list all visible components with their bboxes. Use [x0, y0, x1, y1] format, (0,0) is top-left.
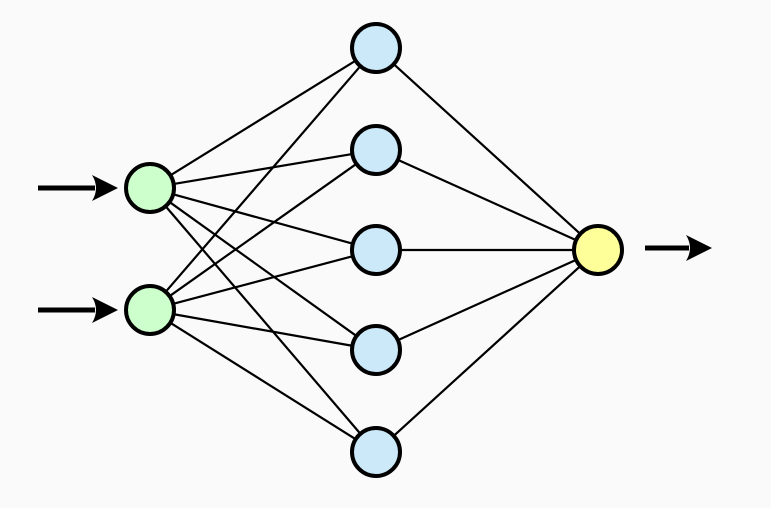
hidden-node-5 — [350, 426, 402, 478]
edge-i1-h3 — [173, 193, 353, 245]
edge-group — [165, 60, 581, 440]
edge-h1-o1 — [393, 63, 581, 235]
hidden-node-2 — [350, 124, 402, 176]
edge-i2-h2 — [169, 163, 357, 297]
io-arrow-group — [38, 175, 712, 323]
input-arrow-2-head — [92, 297, 118, 323]
hidden-node-4 — [350, 324, 402, 376]
edge-i1-h1 — [170, 60, 356, 176]
edge-h2-o1 — [397, 159, 577, 241]
input-node-1 — [124, 162, 176, 214]
input-arrow-1-icon — [38, 175, 118, 201]
hidden-node-1 — [350, 22, 402, 74]
output-arrow-1-head — [686, 235, 712, 261]
input-node-2 — [124, 284, 176, 336]
edge-i1-h2 — [173, 153, 353, 185]
hidden-node-3 — [350, 224, 402, 276]
edge-h5-o1 — [393, 265, 581, 437]
edge-i1-h4 — [169, 201, 357, 337]
edge-i2-h4 — [173, 313, 353, 347]
output-arrow-1-icon — [645, 235, 712, 261]
edge-i1-h5 — [165, 205, 361, 435]
node-group — [124, 22, 624, 478]
edge-i2-h3 — [173, 255, 353, 305]
edge-i2-h5 — [170, 322, 356, 440]
edge-h4-o1 — [397, 259, 577, 341]
input-arrow-2-icon — [38, 297, 118, 323]
output-node-1 — [572, 224, 624, 276]
input-arrow-1-head — [92, 175, 118, 201]
edge-i2-h1 — [165, 65, 361, 293]
